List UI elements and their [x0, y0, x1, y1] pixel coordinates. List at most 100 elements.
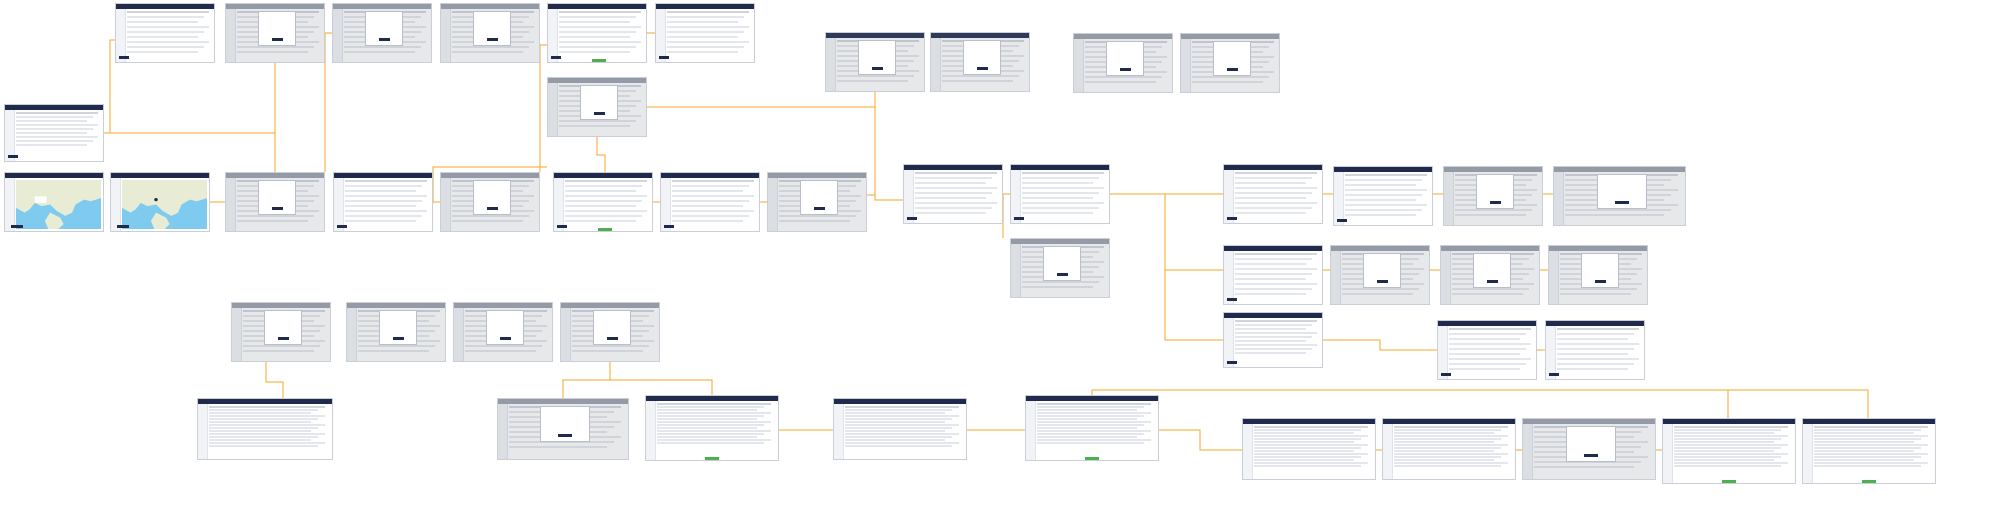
list-row [845, 409, 953, 411]
dialog-confirm-button [1615, 201, 1629, 204]
list-row [565, 210, 647, 212]
screen-header-bar [232, 303, 330, 308]
list-row [237, 46, 314, 48]
list-row [915, 207, 992, 209]
dialog-confirm-button [379, 38, 390, 41]
list-row [1235, 278, 1307, 280]
screen-header-bar [1331, 246, 1429, 251]
list-row [779, 220, 851, 222]
list-row [1557, 363, 1634, 365]
list-row [127, 51, 199, 53]
dialog-confirm-button [500, 337, 511, 340]
list-row [1235, 268, 1317, 270]
list-row [1235, 273, 1312, 275]
list-row [1449, 333, 1526, 335]
screen-thumbnail-s22 [1010, 164, 1110, 224]
screen-thumbnail-s10 [547, 77, 647, 137]
screen-sidebar [1523, 424, 1533, 479]
screen-content [667, 11, 752, 60]
dialog-box [1043, 246, 1081, 281]
screen-header-bar [441, 4, 539, 9]
list-row [1814, 447, 1922, 449]
screen-content [1235, 253, 1320, 302]
list-row [1085, 76, 1162, 78]
list-row [559, 21, 631, 23]
sidebar-action-button [1014, 217, 1024, 220]
list-row [1674, 453, 1789, 455]
list-row [1037, 436, 1137, 438]
list-row [1560, 293, 1632, 295]
list-row [1235, 263, 1307, 265]
screen-header-bar [1224, 246, 1322, 251]
list-row [565, 195, 647, 197]
screen-header-bar [111, 173, 209, 178]
list-row [1674, 450, 1774, 452]
list-row [1557, 353, 1629, 355]
map-land-shape [16, 180, 101, 229]
list-row [465, 345, 542, 347]
list-row [845, 415, 960, 417]
list-row [845, 418, 953, 420]
list-row [915, 172, 997, 174]
list-row [452, 220, 524, 222]
list-row [1037, 412, 1152, 414]
list-row [779, 215, 856, 217]
screen-header-bar [1224, 313, 1322, 318]
list-row [1814, 459, 1914, 461]
screen-thumbnail-s41 [645, 395, 779, 461]
list-row [559, 11, 641, 13]
list-row [1022, 182, 1094, 184]
sidebar-action-button [1227, 298, 1237, 301]
screen-header-bar [561, 303, 659, 308]
screen-content [1814, 426, 1933, 481]
screen-sidebar [1441, 251, 1451, 304]
screen-sidebar [441, 9, 451, 62]
list-row [1674, 432, 1774, 434]
list-row [1394, 435, 1509, 437]
screen-header-bar [441, 173, 539, 178]
list-row [915, 212, 987, 214]
success-button [1722, 480, 1736, 483]
screen-thumbnail-s31 [1548, 245, 1648, 305]
screen-sidebar [1026, 401, 1036, 460]
map-action-button [11, 225, 23, 228]
list-row [237, 215, 314, 217]
dialog-box [258, 11, 296, 46]
list-row [1449, 368, 1521, 370]
list-row [1674, 426, 1789, 428]
screen-thumbnail-s44 [1242, 418, 1376, 480]
list-row [1557, 348, 1634, 350]
screen-thumbnail-s16 [767, 172, 867, 232]
sidebar-action-button [1227, 361, 1237, 364]
screen-header-bar [1011, 165, 1109, 170]
list-row [1814, 441, 1914, 443]
screen-header-bar [1243, 419, 1375, 424]
screen-header-bar [1383, 419, 1515, 424]
list-row [1254, 429, 1362, 431]
list-row [1814, 456, 1922, 458]
list-row [237, 51, 309, 53]
list-row [915, 197, 987, 199]
screen-header-bar [661, 173, 759, 178]
list-row [845, 406, 960, 408]
list-row [1814, 438, 1922, 440]
list-row [1235, 187, 1317, 189]
list-row [1345, 194, 1422, 196]
list-row [559, 31, 636, 33]
list-row [1394, 444, 1509, 446]
list-row [209, 430, 311, 432]
list-row [657, 403, 772, 405]
list-row [1022, 212, 1094, 214]
dialog-box [858, 40, 896, 75]
screen-header-bar [904, 165, 1002, 170]
list-row [1037, 415, 1145, 417]
screen-sidebar [1438, 326, 1448, 379]
flow-connector [1164, 194, 1223, 271]
list-row [1235, 336, 1312, 338]
screen-thumbnail-s20 [1180, 33, 1280, 93]
screen-thumbnail-s45 [1382, 418, 1516, 480]
list-row [1557, 368, 1629, 370]
list-row [1235, 352, 1307, 354]
dialog-box [1213, 41, 1251, 76]
